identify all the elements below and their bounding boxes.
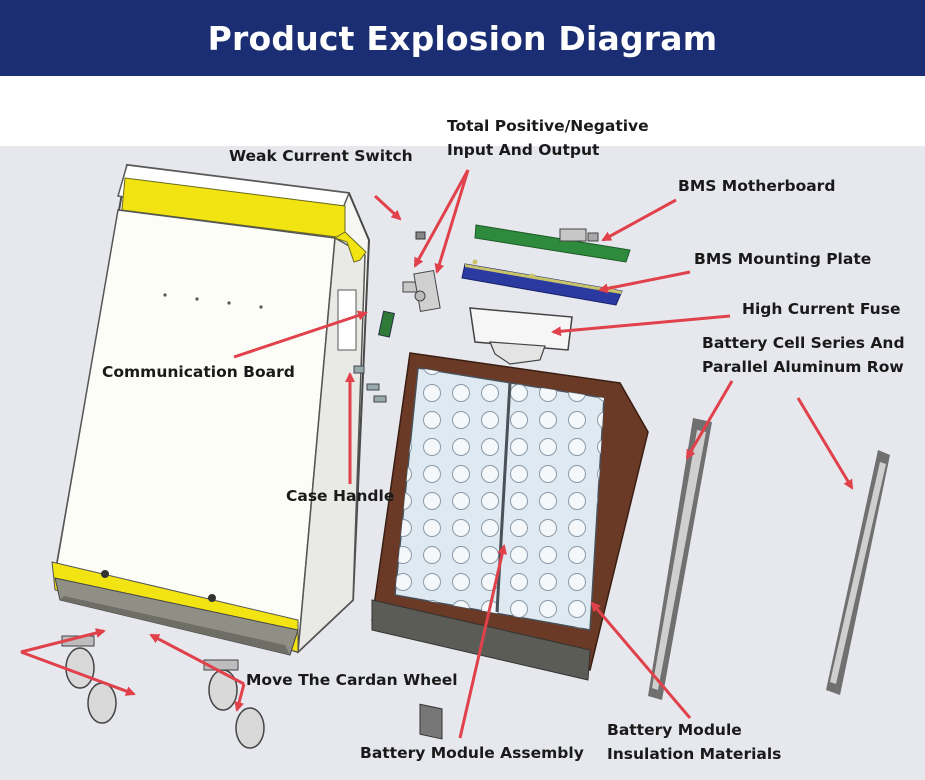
callout-arrows bbox=[20, 169, 854, 739]
label-battery-cell-row: Battery Cell Series And Parallel Aluminu… bbox=[702, 331, 905, 379]
bms-mounting-plate-part bbox=[461, 259, 623, 306]
title-banner: Product Explosion Diagram bbox=[0, 0, 925, 76]
label-total-positive-negative: Total Positive/Negative Input And Output bbox=[447, 114, 649, 162]
total-pos-neg-line2: Input And Output bbox=[447, 141, 600, 159]
cell-row-line1: Battery Cell Series And bbox=[702, 334, 905, 352]
cell-row-line2: Parallel Aluminum Row bbox=[702, 358, 904, 376]
bms-motherboard-part bbox=[474, 224, 631, 263]
aluminum-rows bbox=[648, 418, 890, 700]
cardan-wheel-text: Move The Cardan Wheel bbox=[246, 671, 458, 689]
label-bms-motherboard: BMS Motherboard bbox=[678, 174, 835, 198]
cardan-wheels bbox=[61, 635, 265, 749]
battery-module-assembly bbox=[371, 352, 649, 740]
high-current-fuse-part bbox=[469, 307, 573, 365]
label-high-current-fuse: High Current Fuse bbox=[742, 297, 900, 321]
total-pos-neg-line1: Total Positive/Negative bbox=[447, 117, 649, 135]
high-current-fuse-text: High Current Fuse bbox=[742, 300, 901, 318]
small-components bbox=[353, 231, 441, 403]
insulation-line2: Insulation Materials bbox=[607, 745, 782, 763]
weak-current-switch-text: Weak Current Switch bbox=[229, 147, 413, 165]
module-assembly-text: Battery Module Assembly bbox=[360, 744, 584, 762]
exploded-view-drawing bbox=[20, 163, 890, 749]
insulation-line1: Battery Module bbox=[607, 721, 742, 739]
battery-case bbox=[51, 163, 371, 656]
label-cardan-wheel: Move The Cardan Wheel bbox=[246, 668, 458, 692]
diagram-canvas: Weak Current Switch Total Positive/Negat… bbox=[0, 76, 925, 780]
page-title: Product Explosion Diagram bbox=[207, 18, 718, 58]
communication-board-text: Communication Board bbox=[102, 363, 295, 381]
label-case-handle: Case Handle bbox=[286, 484, 394, 508]
case-handle-text: Case Handle bbox=[286, 487, 395, 505]
label-communication-board: Communication Board bbox=[102, 360, 295, 384]
bms-motherboard-text: BMS Motherboard bbox=[678, 177, 836, 195]
label-insulation-materials: Battery Module Insulation Materials bbox=[607, 718, 781, 766]
label-module-assembly: Battery Module Assembly bbox=[360, 741, 584, 765]
label-bms-mounting-plate: BMS Mounting Plate bbox=[694, 247, 871, 271]
label-weak-current-switch: Weak Current Switch bbox=[229, 144, 413, 168]
bms-mounting-plate-text: BMS Mounting Plate bbox=[694, 250, 872, 268]
